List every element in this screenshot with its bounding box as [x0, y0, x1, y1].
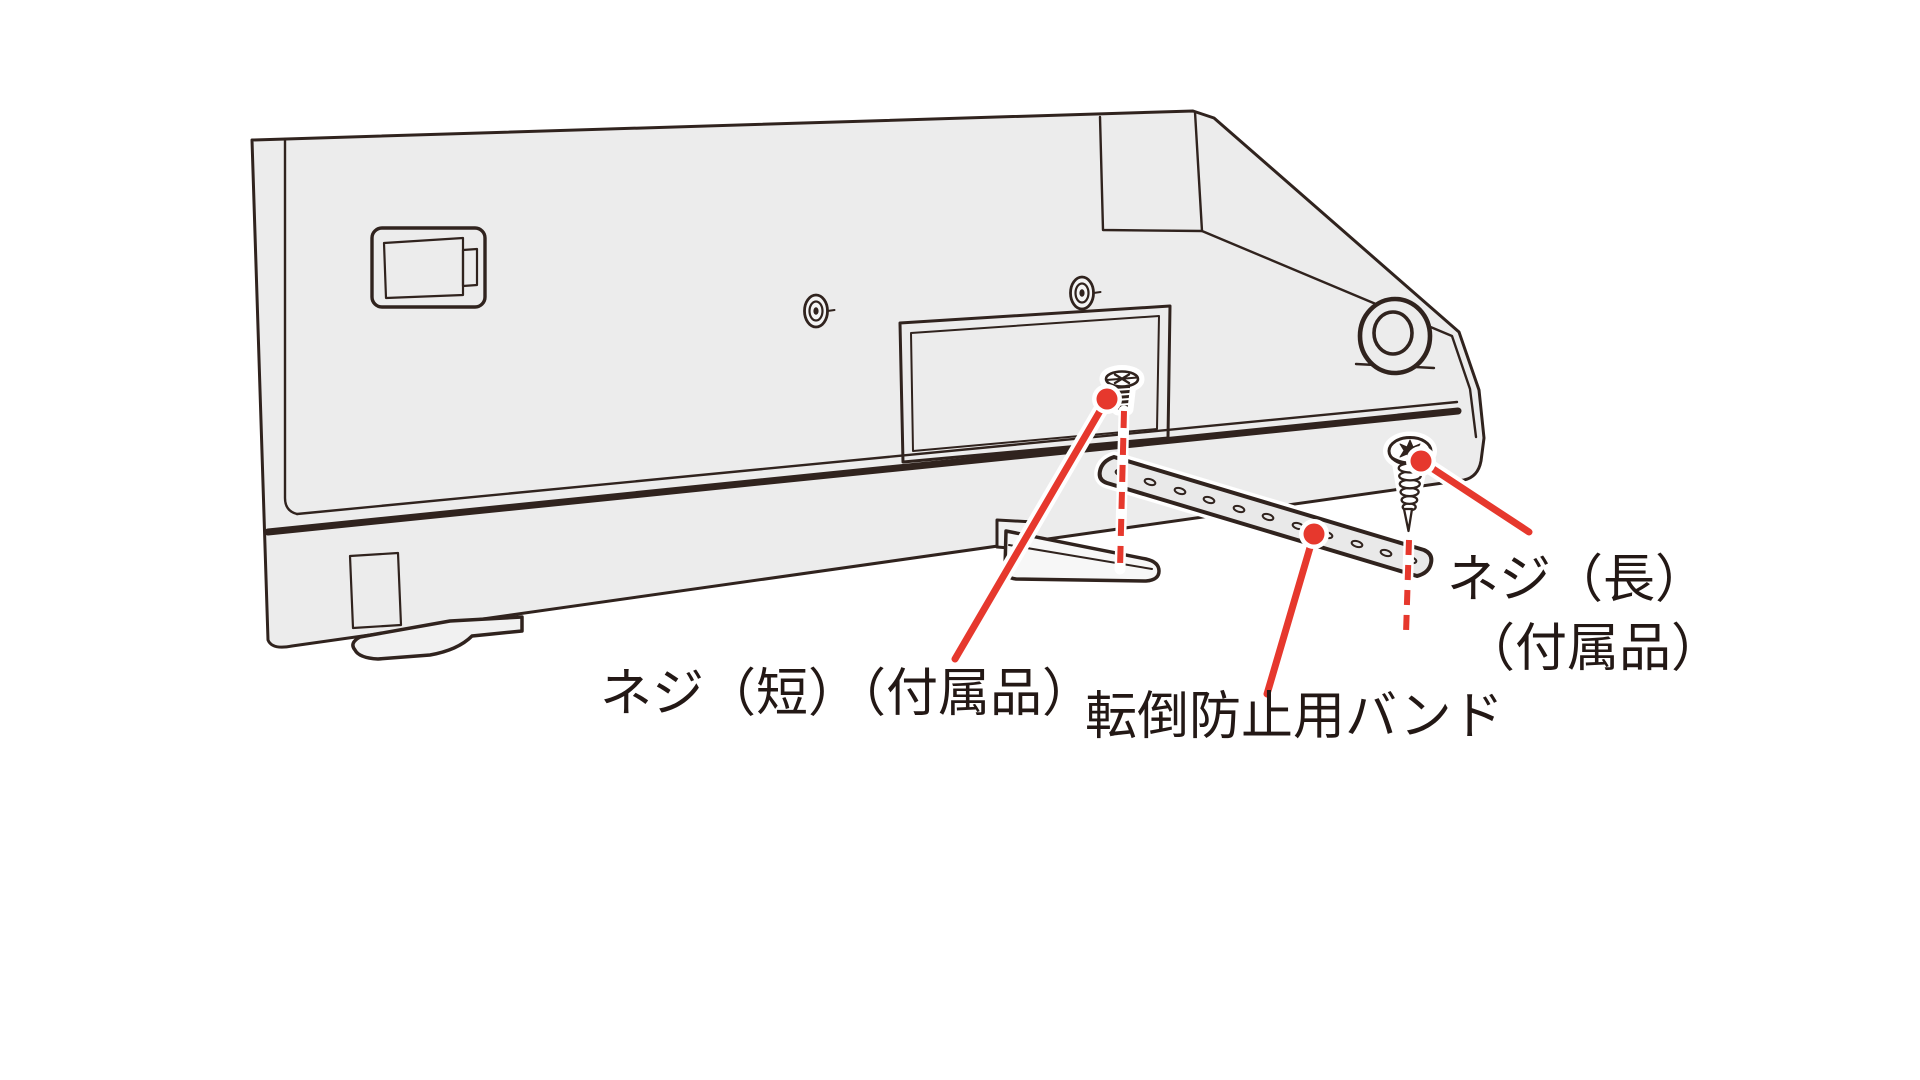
tv-silhouette: [250, 109, 1486, 649]
band-leader-line: [1263, 530, 1318, 698]
long-screw-leader-line: [1417, 457, 1533, 536]
handle-recess: [370, 226, 487, 309]
screw-boss-left: [803, 293, 836, 329]
chassis-label-sticker: [348, 551, 403, 630]
stand-mount-recess: [898, 304, 1172, 464]
panel-bottom-edge: [295, 400, 1459, 516]
label-screw-long-line2: （付属品）: [1463, 619, 1724, 678]
tv-back-panel: [250, 109, 1486, 649]
short-screw-leader-line: [951, 395, 1111, 663]
chassis-top-shadow-line: [264, 407, 1462, 536]
long-screw-callout-dot: [1410, 450, 1432, 472]
label-anti-tip-band: 転倒防止用バンド: [1085, 688, 1504, 746]
band-callout-dot: [1303, 523, 1325, 545]
left-edge-inner-line: [283, 137, 299, 516]
terminal-bay-outline: [1098, 115, 1204, 233]
label-screw-long-line1: ネジ（長）: [1447, 551, 1708, 609]
long-screw-axis-dashed-line: [1403, 539, 1412, 635]
callout-annotations: [947, 384, 1537, 702]
left-foot: [351, 615, 524, 661]
screw-boss-right: [1069, 275, 1102, 311]
short-screw-axis-casing: [1114, 405, 1130, 575]
label-screw-short: ネジ（短）（付属品）: [600, 665, 1095, 723]
label-screw-long: ネジ（長） （付属品）: [1447, 546, 1723, 683]
right-edge-inner-line: [1193, 110, 1478, 439]
short-screw-callout-dot: [1096, 388, 1118, 410]
antenna-connector: [1357, 296, 1433, 376]
